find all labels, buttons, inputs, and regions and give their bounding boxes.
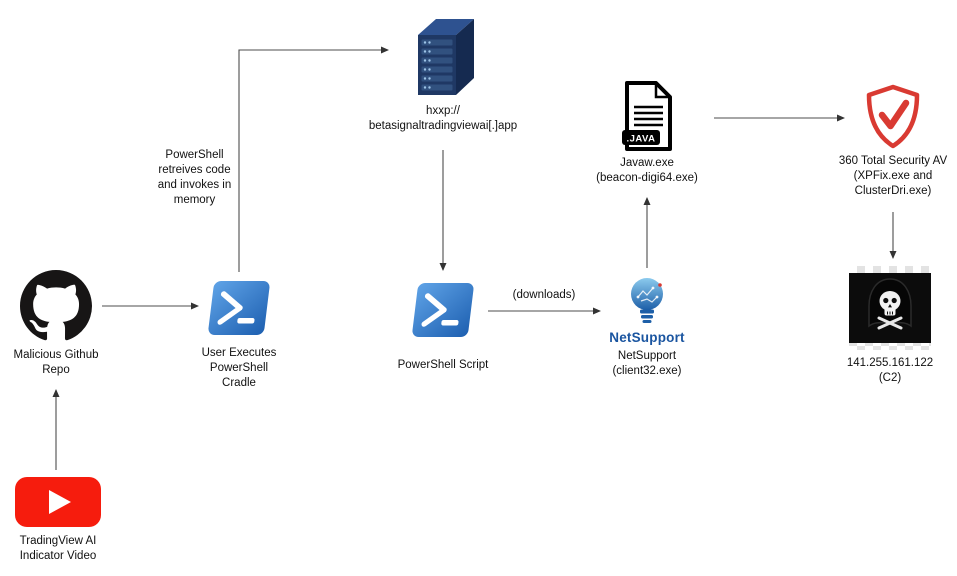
node-360-total-security: 360 Total Security AV (XPFix.exe and Clu…	[818, 84, 957, 199]
node-c2: 141.255.161.122 (C2)	[840, 266, 940, 386]
node-label-server: hxxp:// betasignaltradingviewai[.]app	[368, 105, 518, 132]
node-netsupport: NetSupport NetSupport (client32.exe)	[587, 274, 707, 379]
powershell-icon	[412, 283, 474, 337]
node-github: Malicious Github Repo	[6, 270, 106, 378]
node-label-netsupport: NetSupport (client32.exe)	[612, 350, 682, 377]
node-label-360-total-security: 360 Total Security AV (XPFix.exe and Clu…	[838, 155, 948, 197]
node-label-powershell-cradle: User Executes PowerShell Cradle	[201, 347, 277, 389]
java-badge-text: .JAVA	[626, 134, 655, 145]
node-youtube: TradingView AI Indicator Video	[10, 476, 106, 564]
node-powershell-cradle: User Executes PowerShell Cradle	[189, 276, 289, 391]
netsupport-logo-text: NetSupport	[609, 330, 685, 345]
node-label-powershell-script: PowerShell Script	[397, 359, 489, 371]
edge-label-downloads: (downloads)	[512, 289, 576, 301]
powershell-icon	[208, 281, 270, 335]
github-icon	[20, 270, 92, 341]
netsupport-bulb-icon	[631, 278, 663, 323]
edge-cradle-to-server	[238, 46, 389, 272]
edge-note-powershell-cradle: PowerShell retreives code and invokes in…	[157, 149, 232, 206]
node-label-javaw: Javaw.exe (beacon-digi64.exe)	[596, 157, 698, 184]
node-javaw: .JAVA Javaw.exe (beacon-digi64.exe)	[582, 80, 712, 186]
hacker-icon	[849, 266, 931, 350]
node-server: hxxp:// betasignaltradingviewai[.]app	[343, 8, 543, 134]
node-label-c2: 141.255.161.122 (C2)	[846, 357, 934, 384]
node-powershell-script: PowerShell Script	[383, 278, 503, 373]
node-label-github: Malicious Github Repo	[13, 349, 99, 376]
youtube-icon	[15, 477, 101, 527]
shield-av-icon	[866, 84, 920, 149]
java-file-icon: .JAVA	[622, 81, 672, 151]
node-label-youtube: TradingView AI Indicator Video	[19, 535, 97, 562]
server-icon	[418, 19, 474, 95]
